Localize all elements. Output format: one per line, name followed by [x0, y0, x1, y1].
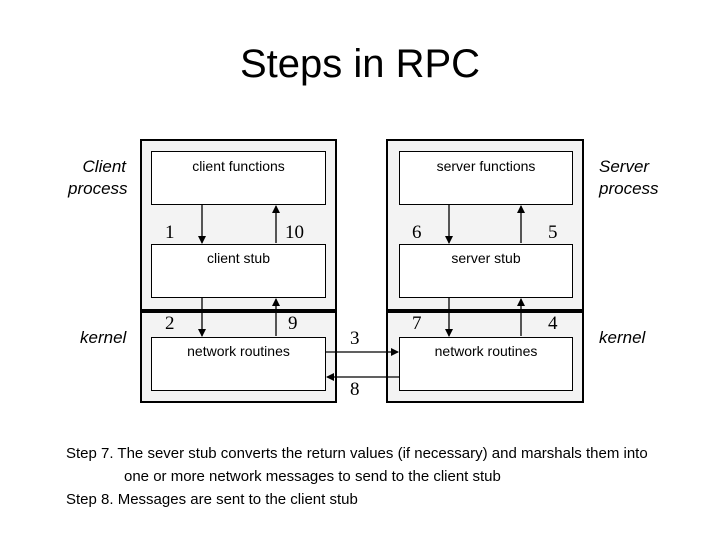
step-number-8: 8	[350, 379, 360, 400]
server-network-label: network routines	[434, 343, 538, 359]
server-label-line2: process	[599, 179, 659, 198]
step-number-10: 10	[285, 222, 304, 243]
server-kernel-label: kernel	[599, 328, 646, 347]
step-number-2: 2	[165, 313, 175, 334]
server-process-label: Server process	[599, 156, 659, 200]
caption-line-2: one or more network messages to send to …	[124, 468, 501, 485]
step-number-9: 9	[288, 313, 298, 334]
slide-title: Steps in RPC	[239, 42, 481, 86]
server-stub-label: server stub	[451, 250, 521, 266]
server-label-line1: Server	[599, 157, 650, 176]
server-stub-box: server stub	[399, 244, 573, 298]
client-functions-box: client functions	[151, 151, 326, 205]
step-number-5: 5	[548, 222, 558, 243]
server-network-box: network routines	[399, 337, 573, 391]
server-functions-box: server functions	[399, 151, 573, 205]
caption-line-1: Step 7. The sever stub converts the retu…	[66, 445, 648, 462]
client-label-line2: process	[68, 179, 128, 198]
client-kernel-label: kernel	[80, 328, 127, 347]
client-network-box: network routines	[151, 337, 326, 391]
step-number-7: 7	[412, 313, 422, 334]
step-number-3: 3	[350, 328, 360, 349]
step-description: Step 7. The sever stub converts the retu…	[66, 442, 716, 511]
step-number-4: 4	[548, 313, 558, 334]
client-network-label: network routines	[187, 343, 290, 359]
client-stub-label: client stub	[206, 250, 271, 266]
server-functions-label: server functions	[436, 158, 536, 174]
client-process-label: Client process	[68, 156, 128, 200]
client-stub-box: client stub	[151, 244, 326, 298]
caption-line-3: Step 8. Messages are sent to the client …	[66, 491, 358, 508]
client-label-line1: Client	[82, 157, 126, 176]
step-number-1: 1	[165, 222, 175, 243]
step-number-6: 6	[412, 222, 422, 243]
client-functions-label: client functions	[192, 158, 285, 174]
